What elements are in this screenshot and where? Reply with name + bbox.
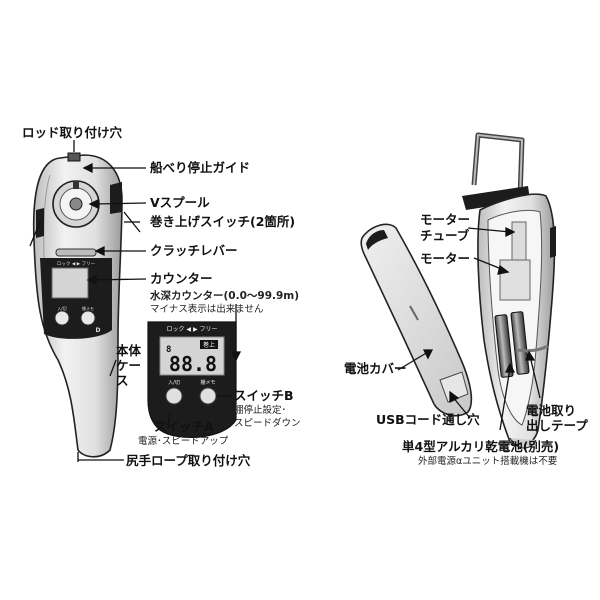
- label-rod-mount-hole: ロッド取り付け穴: [22, 125, 123, 140]
- rod-mount-knob: [67, 152, 81, 162]
- lcd-small: [51, 267, 89, 299]
- label-usb-cord-hole: USBコード通し穴: [376, 412, 480, 427]
- reel-front-view: ロック ◀ ▶ フリー 入/切 棚メモ D: [32, 152, 123, 458]
- battery-2: [510, 311, 530, 375]
- switch-a-button[interactable]: [165, 387, 183, 405]
- label-counter: カウンター: [150, 271, 213, 286]
- svg-text:8: 8: [166, 345, 171, 355]
- label-motor-tube-2: チューブ: [420, 228, 470, 243]
- label-switch-b: スイッチB: [234, 388, 294, 403]
- label-motor-tube-1: モーター: [420, 212, 471, 227]
- winding-switch-right: [110, 182, 122, 214]
- svg-text:ロック ◀ ▶ フリー: ロック ◀ ▶ フリー: [167, 326, 218, 333]
- svg-text:入/切: 入/切: [57, 305, 66, 311]
- label-aa-battery: 単4型アルカリ乾電池(別売): [402, 439, 560, 454]
- motor-block: [499, 259, 531, 301]
- battery-cover-shape: [360, 223, 473, 417]
- svg-text:88.8: 88.8: [169, 352, 217, 376]
- label-aa-battery-note: 外部電源αユニット搭載機は不要: [418, 456, 558, 467]
- label-butt-rope-hole: 尻手ロープ取り付け穴: [126, 453, 251, 468]
- svg-text:棚メモ: 棚メモ: [82, 305, 94, 311]
- counter-closeup: ロック ◀ ▶ フリー 8 巻上 88.8 入/切 棚メモ: [147, 321, 237, 439]
- svg-text:ロック ◀ ▶ フリー: ロック ◀ ▶ フリー: [57, 261, 96, 267]
- label-clutch-lever: クラッチレバー: [150, 243, 238, 258]
- label-winding-switch: 巻き上げスイッチ(2箇所): [150, 214, 296, 229]
- label-switch-b-desc-2: スピードダウン: [234, 418, 301, 429]
- motor-tube: [511, 221, 527, 263]
- label-battery-tape-2: 出しテープ: [526, 418, 588, 433]
- svg-text:巻上: 巻上: [203, 341, 215, 349]
- battery-tape: [517, 344, 549, 353]
- label-depth-counter: 水深カウンター(0.0〜99.9m): [150, 290, 300, 302]
- svg-text:入/切: 入/切: [168, 379, 180, 386]
- label-body-case: 本体ケース: [116, 343, 142, 388]
- svg-text:D: D: [96, 327, 101, 334]
- switch-b-button[interactable]: [199, 387, 217, 405]
- label-switch-a-desc: 電源･スピードアップ: [138, 436, 229, 447]
- svg-text:棚メモ: 棚メモ: [200, 379, 215, 386]
- label-v-spool: Vスプール: [150, 195, 210, 210]
- label-boat-stop-guide: 船べり停止ガイド: [150, 160, 251, 175]
- reel-back-view: [360, 132, 556, 449]
- label-switch-a: スイッチA: [154, 419, 214, 434]
- right-leader-lines: [397, 226, 541, 431]
- battery-1: [494, 314, 514, 378]
- label-battery-tape-1: 電池取り: [526, 403, 577, 418]
- label-switch-b-desc-1: 棚停止設定･: [234, 405, 287, 416]
- clutch-lever-shape: [55, 248, 97, 257]
- label-battery-cover: 電池カバー: [344, 361, 407, 376]
- left-leader-lines: [29, 140, 242, 462]
- label-depth-counter-note: マイナス表示は出来ません: [150, 304, 264, 315]
- label-motor: モーター: [420, 251, 471, 266]
